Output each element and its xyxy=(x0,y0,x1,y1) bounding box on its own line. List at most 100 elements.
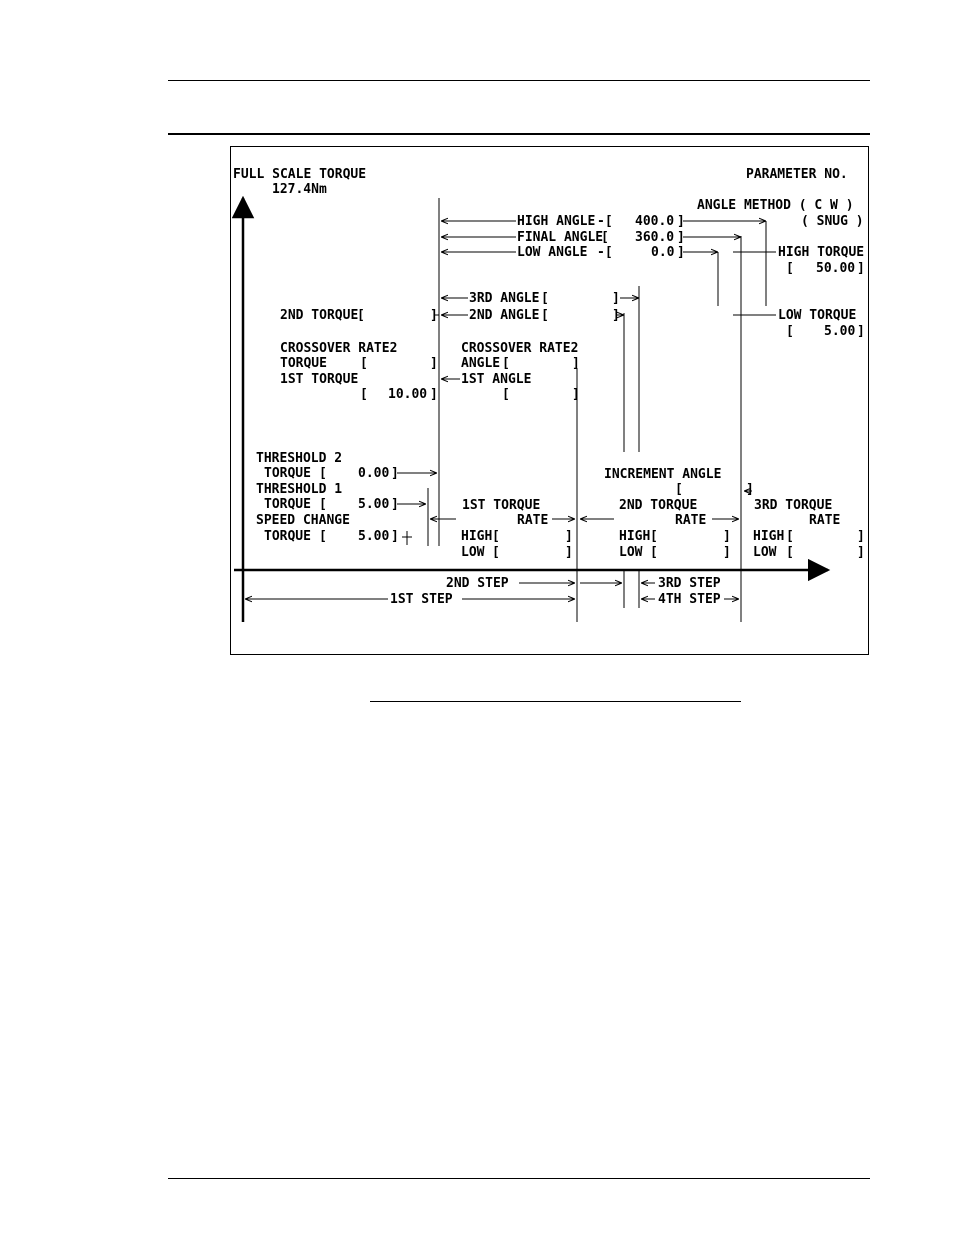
header-rule-bottom xyxy=(168,133,870,135)
rate2-low-label: LOW xyxy=(619,545,643,560)
speed-change-label: SPEED CHANGE xyxy=(256,513,350,528)
high-angle-open-bracket: -[ xyxy=(597,214,613,229)
crossover-torque-title: CROSSOVER RATE2 xyxy=(280,341,397,356)
final-angle-open-bracket: [ xyxy=(601,230,609,245)
rate1-low-label: LOW xyxy=(461,545,485,560)
rate3-label: RATE xyxy=(809,513,840,528)
high-angle-value: 400.0 xyxy=(635,214,674,229)
caption-underline xyxy=(370,701,741,702)
low-angle-label: LOW ANGLE xyxy=(517,245,587,260)
low-angle-close-bracket: ] xyxy=(677,245,685,260)
second-angle-close-bracket: ] xyxy=(612,308,620,323)
rate2-low-close-bracket: ] xyxy=(723,545,731,560)
first-torque-value: 10.00 xyxy=(388,387,427,402)
step2-label: 2ND STEP xyxy=(446,576,509,591)
threshold1-open-bracket: [ xyxy=(319,497,327,512)
angle-method-label: ANGLE METHOD ( C W ) xyxy=(697,198,854,213)
first-torque-label: 1ST TORQUE xyxy=(280,372,358,387)
rate3-high-close-bracket: ] xyxy=(857,529,865,544)
increment-angle-label: INCREMENT ANGLE xyxy=(604,467,721,482)
third-angle-open-bracket: [ xyxy=(541,291,549,306)
rate1-high-close-bracket: ] xyxy=(565,529,573,544)
third-angle-close-bracket: ] xyxy=(612,291,620,306)
rate2-low-open-bracket: [ xyxy=(650,545,658,560)
speed-change-open-bracket: [ xyxy=(319,529,327,544)
high-torque-close-bracket: ] xyxy=(857,261,865,276)
crossover-torque-sub: TORQUE xyxy=(280,356,327,371)
increment-angle-open-bracket: [ xyxy=(675,482,683,497)
high-torque-value: 50.00 xyxy=(816,261,855,276)
threshold1-close-bracket: ] xyxy=(391,497,399,512)
second-torque-open-bracket: [ xyxy=(357,308,365,323)
full-scale-torque-value: 127.4Nm xyxy=(272,182,327,197)
threshold1-label: THRESHOLD 1 xyxy=(256,482,342,497)
rate1-label: RATE xyxy=(517,513,548,528)
second-torque-close-bracket: ] xyxy=(430,308,438,323)
high-angle-close-bracket: ] xyxy=(677,214,685,229)
diagram-frame xyxy=(230,146,869,655)
footer-rule xyxy=(168,1178,870,1179)
first-angle-open-bracket: [ xyxy=(502,387,510,402)
rate2-high-close-bracket: ] xyxy=(723,529,731,544)
threshold1-sub: TORQUE xyxy=(264,497,311,512)
step1-label: 1ST STEP xyxy=(390,592,453,607)
crossover-angle-title: CROSSOVER RATE2 xyxy=(461,341,578,356)
rate2-label: RATE xyxy=(675,513,706,528)
rate2-high-label: HIGH xyxy=(619,529,650,544)
second-angle-open-bracket: [ xyxy=(541,308,549,323)
crossover-torque-close-bracket: ] xyxy=(430,356,438,371)
threshold2-sub: TORQUE xyxy=(264,466,311,481)
rate2-high-open-bracket: [ xyxy=(650,529,658,544)
high-angle-label: HIGH ANGLE xyxy=(517,214,595,229)
header-rule-top xyxy=(168,80,870,81)
rate3-low-label: LOW xyxy=(753,545,777,560)
crossover-angle-open-bracket: [ xyxy=(502,356,510,371)
final-angle-close-bracket: ] xyxy=(677,230,685,245)
first-torque-open-bracket: [ xyxy=(360,387,368,402)
first-angle-close-bracket: ] xyxy=(572,387,580,402)
reference-lines xyxy=(427,198,767,622)
third-angle-label: 3RD ANGLE xyxy=(469,291,539,306)
rate1-high-label: HIGH xyxy=(461,529,492,544)
step4-label: 4TH STEP xyxy=(658,592,721,607)
second-angle-label: 2ND ANGLE xyxy=(469,308,539,323)
low-torque-label: LOW TORQUE xyxy=(778,308,856,323)
final-angle-value: 360.0 xyxy=(635,230,674,245)
first-torque-close-bracket: ] xyxy=(430,387,438,402)
crossover-angle-sub: ANGLE xyxy=(461,356,500,371)
threshold2-label: THRESHOLD 2 xyxy=(256,451,342,466)
low-angle-value: 0.0 xyxy=(651,245,675,260)
rate1-low-open-bracket: [ xyxy=(492,545,500,560)
low-torque-close-bracket: ] xyxy=(857,324,865,339)
first-angle-label: 1ST ANGLE xyxy=(461,372,531,387)
low-torque-value: 5.00 xyxy=(824,324,855,339)
second-torque-label: 2ND TORQUE xyxy=(280,308,358,323)
threshold2-value: 0.00 xyxy=(358,466,389,481)
rate1-title: 1ST TORQUE xyxy=(462,498,540,513)
speed-change-value: 5.00 xyxy=(358,529,389,544)
threshold2-close-bracket: ] xyxy=(391,466,399,481)
final-angle-label: FINAL ANGLE xyxy=(517,230,603,245)
crossover-torque-open-bracket: [ xyxy=(360,356,368,371)
rate2-title: 2ND TORQUE xyxy=(619,498,697,513)
snug-label: ( SNUG ) xyxy=(801,214,864,229)
parameter-no-label: PARAMETER NO. xyxy=(746,167,848,182)
rate3-low-open-bracket: [ xyxy=(786,545,794,560)
step3-label: 3RD STEP xyxy=(658,576,721,591)
crossover-angle-close-bracket: ] xyxy=(572,356,580,371)
low-angle-open-bracket: -[ xyxy=(597,245,613,260)
full-scale-torque-label: FULL SCALE TORQUE xyxy=(233,167,366,182)
rate1-low-close-bracket: ] xyxy=(565,545,573,560)
low-torque-open-bracket: [ xyxy=(786,324,794,339)
threshold2-open-bracket: [ xyxy=(319,466,327,481)
high-torque-open-bracket: [ xyxy=(786,261,794,276)
rate3-high-label: HIGH xyxy=(753,529,784,544)
speed-change-close-bracket: ] xyxy=(391,529,399,544)
threshold1-value: 5.00 xyxy=(358,497,389,512)
rate3-low-close-bracket: ] xyxy=(857,545,865,560)
speed-change-sub: TORQUE xyxy=(264,529,311,544)
high-torque-label: HIGH TORQUE xyxy=(778,245,864,260)
rate3-high-open-bracket: [ xyxy=(786,529,794,544)
rate1-high-open-bracket: [ xyxy=(492,529,500,544)
